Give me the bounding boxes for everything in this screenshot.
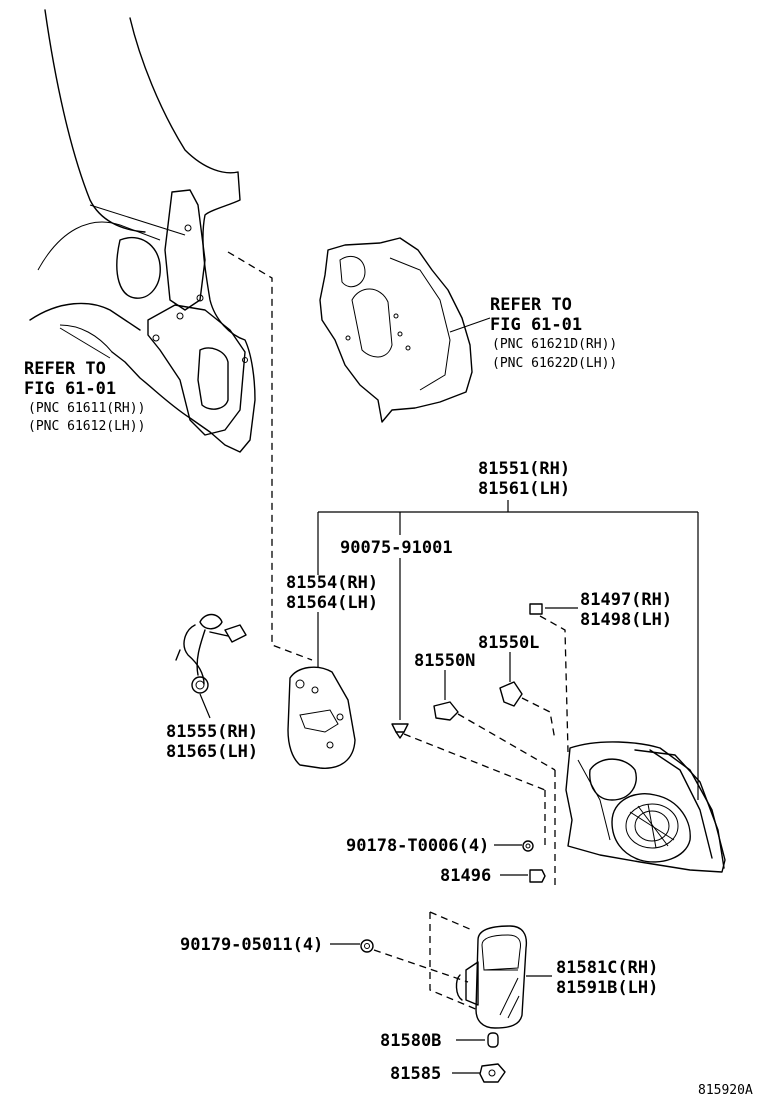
bracket-81551 bbox=[317, 500, 699, 800]
refer-note-right: REFER TO FIG 61-01 (PNC 61621D(RH)) (PNC… bbox=[490, 295, 617, 371]
refer-right-pnc2: (PNC 61622D(LH)) bbox=[492, 356, 617, 371]
dash-clip bbox=[539, 615, 569, 753]
part-label-81585[interactable]: 81585 bbox=[390, 1064, 441, 1084]
refer-right-line1: REFER TO bbox=[490, 295, 572, 315]
figure-code: 815920A bbox=[698, 1083, 753, 1098]
wire-harness-drawing bbox=[175, 613, 247, 719]
socket-81585-drawing bbox=[452, 1063, 506, 1083]
gasket-drawing bbox=[287, 612, 356, 769]
part-label-81564[interactable]: 81564(LH) bbox=[286, 593, 378, 613]
dash-bulb-n bbox=[457, 713, 556, 771]
side-lamp-drawing bbox=[429, 911, 552, 1029]
part-label-81497[interactable]: 81497(RH) bbox=[580, 590, 672, 610]
inner-panel-drawing bbox=[319, 237, 473, 423]
leader-right-refer bbox=[449, 317, 491, 333]
refer-note-left: REFER TO FIG 61-01 (PNC 61611(RH)) (PNC … bbox=[24, 359, 145, 434]
part-label-81581c[interactable]: 81581C(RH) bbox=[556, 958, 658, 978]
rear-lamp-drawing bbox=[565, 741, 726, 873]
part-label-81555[interactable]: 81555(RH) bbox=[166, 722, 258, 742]
grommet-81496-drawing bbox=[500, 869, 546, 883]
part-label-90075[interactable]: 90075-91001 bbox=[340, 538, 453, 558]
part-label-90178[interactable]: 90178-T0006(4) bbox=[346, 836, 489, 856]
part-label-81554[interactable]: 81554(RH) bbox=[286, 573, 378, 593]
part-label-81550n[interactable]: 81550N bbox=[414, 651, 475, 671]
nut-90179-drawing bbox=[330, 939, 374, 953]
part-label-81551[interactable]: 81551(RH) bbox=[478, 459, 570, 479]
dash-90179 bbox=[373, 949, 469, 983]
part-label-81550l[interactable]: 81550L bbox=[478, 633, 539, 653]
refer-right-line2: FIG 61-01 bbox=[490, 315, 582, 335]
bulbs-drawing bbox=[433, 652, 523, 721]
dash-panel-to-gasket bbox=[227, 251, 313, 661]
dash-screw-to-lamp bbox=[403, 733, 546, 791]
part-label-81565[interactable]: 81565(LH) bbox=[166, 742, 258, 762]
refer-left-pnc1: (PNC 61611(RH)) bbox=[28, 401, 145, 416]
quarter-panel-drawing bbox=[29, 9, 256, 453]
nut-90178-drawing bbox=[494, 840, 534, 852]
part-label-81561[interactable]: 81561(LH) bbox=[478, 479, 570, 499]
refer-left-line1: REFER TO bbox=[24, 359, 106, 379]
part-label-90179[interactable]: 90179-05011(4) bbox=[180, 935, 323, 955]
refer-left-line2: FIG 61-01 bbox=[24, 379, 116, 399]
bulb-81580b-drawing bbox=[456, 1032, 499, 1048]
refer-left-pnc2: (PNC 61612(LH)) bbox=[28, 419, 145, 434]
part-label-81580b[interactable]: 81580B bbox=[380, 1031, 441, 1051]
part-label-81496[interactable]: 81496 bbox=[440, 866, 491, 886]
leader-left-refer bbox=[59, 327, 111, 359]
refer-right-pnc1: (PNC 61621D(RH)) bbox=[492, 337, 617, 352]
part-label-81498[interactable]: 81498(LH) bbox=[580, 610, 672, 630]
part-label-81591b[interactable]: 81591B(LH) bbox=[556, 978, 658, 998]
clip-81497-drawing bbox=[529, 603, 578, 615]
screw-90075-drawing bbox=[391, 558, 409, 739]
dash-bulb-l bbox=[521, 697, 556, 741]
